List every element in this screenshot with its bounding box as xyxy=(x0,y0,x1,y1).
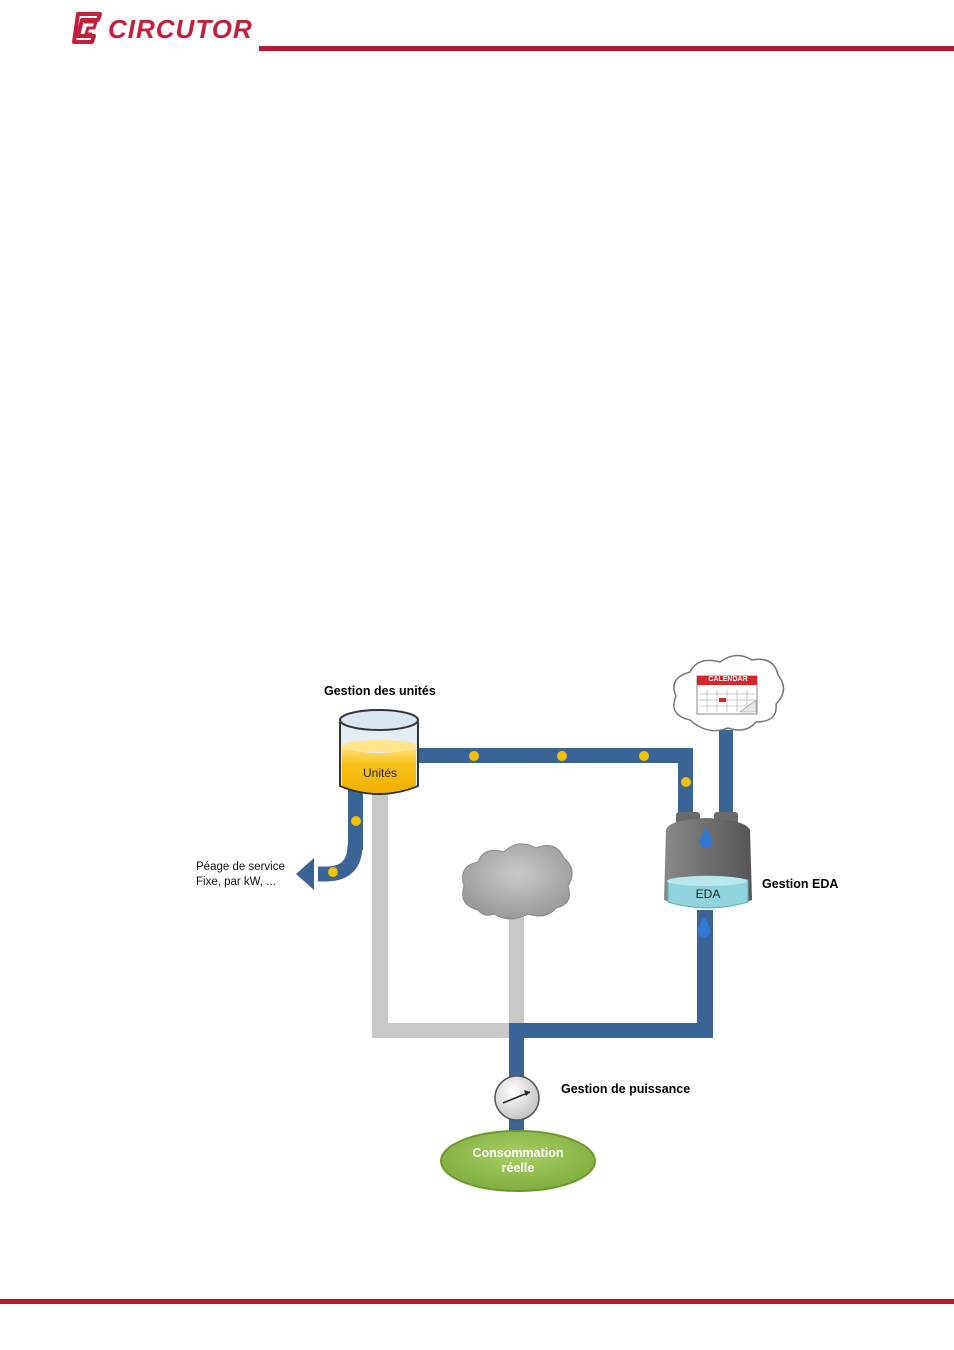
calendar-cloud xyxy=(673,654,785,732)
header-rule xyxy=(259,46,954,51)
consumption-label-line1: Consommation xyxy=(472,1146,564,1160)
brand-name: CIRCUTOR xyxy=(108,14,253,44)
eda-tank xyxy=(664,812,752,909)
service-fee-line1: Péage de service xyxy=(196,861,285,873)
service-fee-line2: Fixe, par kW, ... xyxy=(196,876,276,888)
calendar-label: CALENDAR xyxy=(708,676,748,683)
flow-tokens xyxy=(328,751,691,877)
gray-pipe xyxy=(372,790,524,1038)
service-fee-pipe xyxy=(318,844,363,882)
cloud-icon xyxy=(462,843,573,920)
circutor-logo-icon xyxy=(72,12,102,44)
consumption-ellipse xyxy=(440,1130,596,1192)
power-management-label: Gestion de puissance xyxy=(561,1082,691,1096)
consumption-label-line2: réelle xyxy=(501,1161,535,1175)
page-header: CIRCUTOR xyxy=(0,0,954,60)
blue-pipe xyxy=(348,730,733,1141)
gauge-icon xyxy=(494,1075,540,1121)
circutor-logo: CIRCUTOR xyxy=(70,10,253,48)
arrow-left-icon xyxy=(296,858,314,890)
eda-tank-label: EDA xyxy=(695,887,721,901)
units-tank-label: Unités xyxy=(362,766,397,780)
water-drop-icon xyxy=(699,828,713,849)
calendar-icon xyxy=(696,675,758,715)
water-drop-icon xyxy=(697,917,711,938)
eda-management-label: Gestion EDA xyxy=(762,877,839,891)
footer-rule xyxy=(0,1299,954,1304)
units-management-label: Gestion des unités xyxy=(324,684,436,698)
units-tank xyxy=(339,709,419,795)
